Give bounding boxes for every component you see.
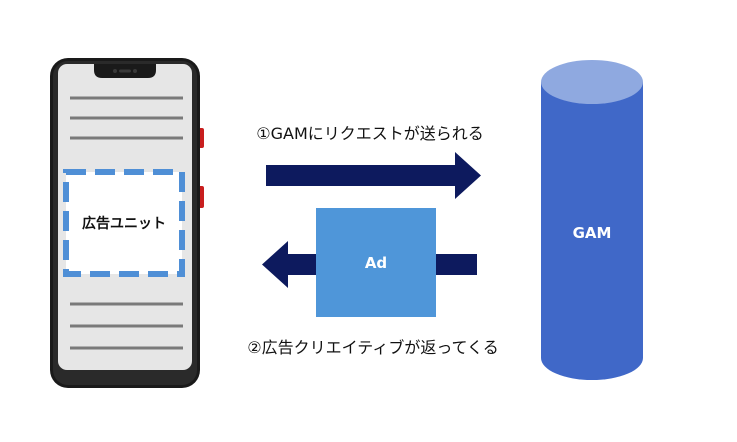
request-label: ①GAMにリクエストが送られる xyxy=(256,124,484,143)
ad-unit-label: 広告ユニット xyxy=(82,215,166,232)
cylinder-body xyxy=(541,82,643,380)
ad-creative-label: Ad xyxy=(365,254,387,272)
response-label: ②広告クリエイティブが返ってくる xyxy=(247,338,498,357)
camera-icon xyxy=(113,69,117,73)
gam-server-cylinder: GAM xyxy=(541,60,643,380)
screen-text-lines-top xyxy=(70,96,183,140)
screen-text-lines-bottom xyxy=(70,302,183,350)
ad-unit: 広告ユニット xyxy=(63,169,185,277)
ad-unit-box xyxy=(63,169,185,277)
ad-creative-box xyxy=(316,208,436,317)
request-arrow xyxy=(266,152,481,199)
smartphone: 広告ユニット xyxy=(50,58,204,388)
gam-label: GAM xyxy=(573,224,612,242)
cylinder-top xyxy=(541,60,643,104)
ad-creative: Ad xyxy=(316,208,436,317)
camera-icon xyxy=(133,69,137,73)
speaker-icon xyxy=(119,69,131,73)
